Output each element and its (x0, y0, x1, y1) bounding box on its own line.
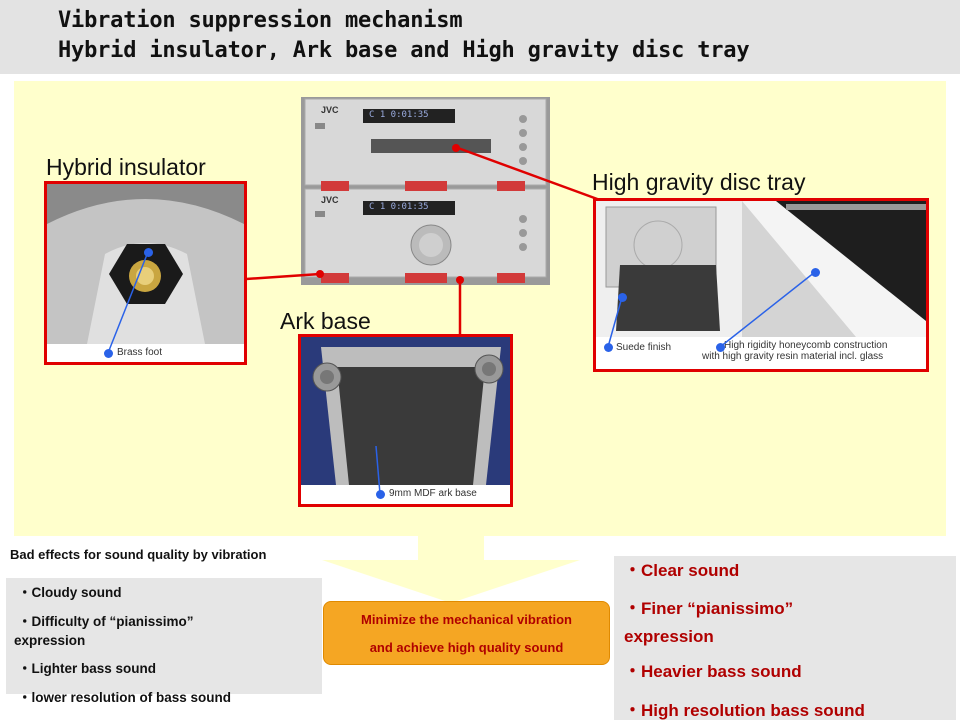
good-item-high-resolution: ・High resolution bass sound (624, 701, 865, 720)
bad-item-pianissimo-cont: expression (14, 633, 86, 648)
mdf-marker (376, 490, 385, 499)
brass-foot-target-marker (144, 248, 153, 257)
suede-target-marker (618, 293, 627, 302)
disc-tray-photo: Suede finish High rigidity honeycomb con… (593, 198, 929, 372)
bad-effects-box: ・Cloudy sound ・Difficulty of “pianissimo… (6, 578, 322, 705)
ark-base-illustration (301, 337, 510, 485)
bad-item-low-resolution: ・lower resolution of bass sound (18, 690, 232, 705)
bad-item-lighter-bass: ・Lighter bass sound (18, 661, 157, 676)
bad-effects-heading: Bad effects for sound quality by vibrati… (10, 547, 267, 562)
honeycomb-marker (716, 343, 725, 352)
product-photo: JVC JVC C 1 0:01:35 C 1 0:01:35 (301, 97, 550, 285)
callout-line-1: Minimize the mechanical vibration (361, 612, 572, 627)
title-line-2: Hybrid insulator, Ark base and High grav… (58, 38, 750, 63)
honeycomb-target-marker (811, 268, 820, 277)
hybrid-insulator-photo: Brass foot (44, 181, 247, 365)
disc-tray-caption: Suede finish High rigidity honeycomb con… (596, 337, 926, 369)
page-title: Vibration suppression mechanism Hybrid i… (58, 6, 750, 66)
display-readout-bottom: C 1 0:01:35 (369, 202, 429, 212)
mdf-ark-base-caption: 9mm MDF ark base (301, 485, 510, 504)
suede-marker (604, 343, 613, 352)
display-readout-top: C 1 0:01:35 (369, 110, 429, 120)
brand-logo-top: JVC (321, 105, 339, 115)
brass-foot-marker (104, 349, 113, 358)
title-line-1: Vibration suppression mechanism (58, 8, 463, 33)
disc-tray-label: High gravity disc tray (592, 169, 806, 195)
hybrid-insulator-label: Hybrid insulator (46, 154, 206, 180)
good-item-heavier-bass: ・Heavier bass sound (624, 662, 802, 681)
good-effects-box: ・Clear sound ・Finer “pianissimo” express… (614, 556, 956, 720)
mdf-ark-base-text: 9mm MDF ark base (389, 488, 477, 499)
stereo-unit-illustration (304, 98, 547, 283)
brand-logo-bottom: JVC (321, 195, 339, 205)
callout-line-2: and achieve high quality sound (369, 640, 564, 655)
insulator-illustration (47, 184, 244, 344)
good-item-pianissimo-cont: expression (624, 627, 714, 646)
disc-tray-illustration (596, 201, 926, 337)
result-callout: Minimize the mechanical vibration and ac… (323, 601, 610, 665)
brass-foot-caption: Brass foot (47, 344, 244, 362)
header-bar (0, 0, 960, 74)
good-item-clear: ・Clear sound (624, 561, 740, 580)
ark-base-label: Ark base (280, 308, 371, 334)
honeycomb-text-2: with high gravity resin material incl. g… (702, 351, 884, 362)
suede-finish-text: Suede finish (616, 342, 672, 353)
good-item-pianissimo: ・Finer “pianissimo” (624, 599, 794, 618)
ark-base-photo: 9mm MDF ark base (298, 334, 513, 507)
bad-item-cloudy: ・Cloudy sound (18, 585, 122, 600)
brass-foot-text: Brass foot (117, 347, 163, 358)
bad-item-pianissimo: ・Difficulty of “pianissimo” (18, 614, 194, 629)
honeycomb-text-1: High rigidity honeycomb construction (724, 340, 888, 351)
